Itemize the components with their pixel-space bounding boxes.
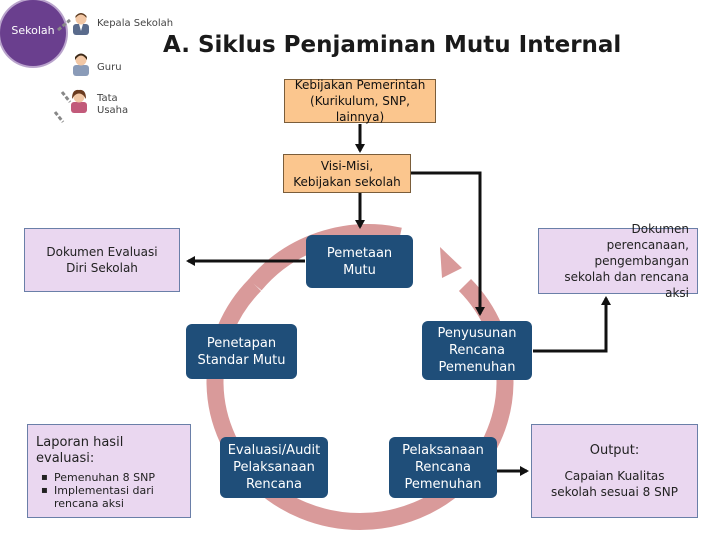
dokumen-evaluasi-box: Dokumen Evaluasi Diri Sekolah: [24, 228, 180, 292]
penyusunan-rencana-box: Penyusunan Rencana Pemenuhan: [422, 321, 532, 380]
evaluasi-audit-box: Evaluasi/Audit Pelaksanaan Rencana: [220, 437, 328, 498]
kebijakan-text: Kebijakan Pemerintah (Kurikulum, SNP, la…: [294, 78, 426, 124]
kepala-sekolah-icon: [73, 13, 89, 35]
evaluasi-text: Evaluasi/Audit Pelaksanaan Rencana: [227, 443, 321, 492]
pelaksanaan-text: Pelaksanaan Rencana Pemenuhan: [402, 443, 484, 492]
arrow-penyusunan-dokumen: [533, 296, 611, 353]
tata-usaha-label: Tata Usaha: [97, 93, 129, 116]
output-text: Capaian Kualitas sekolah sesuai 8 SNP: [551, 469, 678, 499]
output-heading: Output:: [589, 443, 640, 458]
visi-text: Visi-Misi, Kebijakan sekolah: [293, 158, 401, 189]
penyusunan-text: Penyusunan Rencana Pemenuhan: [437, 326, 517, 375]
dokumen-perencanaan-box: Dokumen perencanaan, pengembangan sekola…: [538, 222, 698, 300]
laporan-item: Pemenuhan 8 SNP: [41, 471, 182, 484]
tata-usaha-icon: [71, 89, 87, 113]
page-title: A. Siklus Penjaminan Mutu Internal: [163, 32, 622, 58]
pemetaan-text: Pemetaan Mutu: [326, 245, 393, 278]
laporan-heading: Laporan hasil evaluasi:: [36, 435, 124, 466]
dokumen-evaluasi-text: Dokumen Evaluasi Diri Sekolah: [46, 245, 158, 275]
pelaksanaan-rencana-box: Pelaksanaan Rencana Pemenuhan: [389, 437, 497, 498]
kebijakan-pemerintah-box: Kebijakan Pemerintah (Kurikulum, SNP, la…: [284, 78, 436, 124]
penetapan-standar-box: Penetapan Standar Mutu: [186, 324, 297, 379]
visi-misi-box: Visi-Misi, Kebijakan sekolah: [283, 154, 411, 193]
output-box: Output: Capaian Kualitas sekolah sesuai …: [531, 424, 698, 518]
cycle-arrowhead: [440, 247, 462, 278]
penetapan-text: Penetapan Standar Mutu: [197, 335, 286, 368]
sekolah-label: Sekolah: [11, 23, 55, 37]
arrow-visi-penyusunan: [411, 171, 485, 316]
pemetaan-mutu-box: Pemetaan Mutu: [306, 235, 413, 288]
sekolah-circle: Sekolah: [0, 0, 66, 66]
kepala-sekolah-label: Kepala Sekolah: [97, 18, 174, 29]
laporan-list: Pemenuhan 8 SNP Implementasi dari rencan…: [36, 471, 182, 510]
dokumen-perencanaan-text: Dokumen perencanaan, pengembangan sekola…: [564, 222, 689, 300]
guru-icon: [73, 53, 89, 76]
laporan-evaluasi-box: Laporan hasil evaluasi: Pemenuhan 8 SNP …: [27, 424, 191, 518]
laporan-item: Implementasi dari rencana aksi: [41, 484, 182, 510]
guru-label: Guru: [97, 62, 122, 73]
